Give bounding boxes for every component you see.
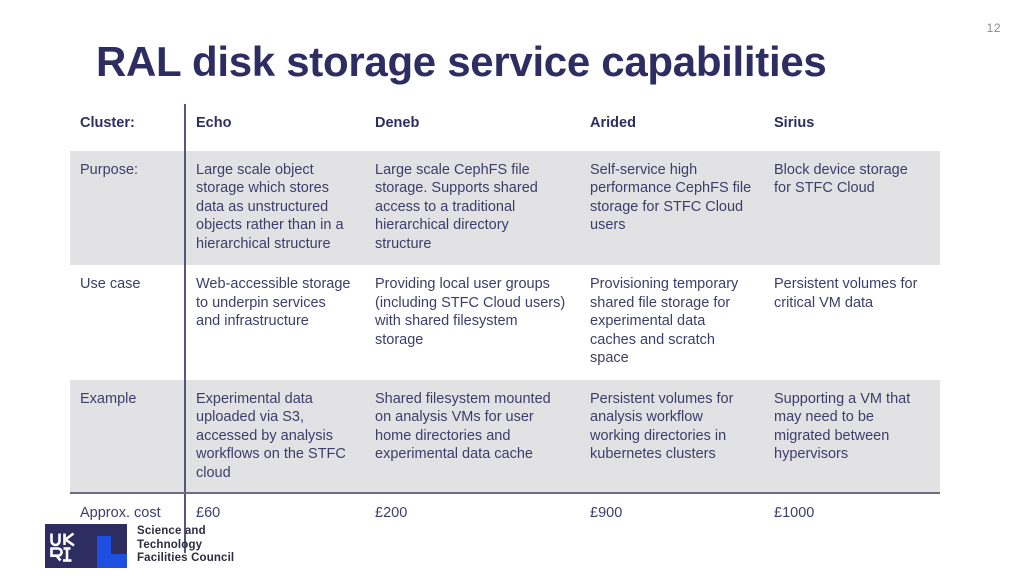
column-header-echo: Echo xyxy=(185,104,365,151)
cell-example-deneb: Shared filesystem mounted on analysis VM… xyxy=(365,379,580,494)
cell-cost-arided: £900 xyxy=(580,494,764,553)
ukri-logo-icon xyxy=(45,524,127,568)
cell-purpose-sirius: Block device storage for STFC Cloud xyxy=(764,150,940,265)
column-header-arided: Arided xyxy=(580,104,764,151)
cell-cost-deneb: £200 xyxy=(365,494,580,553)
cell-example-sirius: Supporting a VM that may need to be migr… xyxy=(764,379,940,494)
cell-usecase-echo: Web-accessible storage to underpin servi… xyxy=(185,265,365,380)
column-header-deneb: Deneb xyxy=(365,104,580,151)
logo-line-1: Science and xyxy=(137,525,206,537)
row-label-use-case: Use case xyxy=(70,265,186,380)
page-title: RAL disk storage service capabilities xyxy=(96,38,827,85)
table-row: Purpose: Large scale object storage whic… xyxy=(70,150,940,265)
table-row: Approx. cost per TB £60 £200 £900 £1000 xyxy=(70,494,940,553)
stfc-logo-text: Science and Technology Facilities Counci… xyxy=(137,525,234,566)
table-header-row: Cluster: Echo Deneb Arided Sirius xyxy=(70,104,940,151)
cell-cost-sirius: £1000 xyxy=(764,494,940,553)
ukri-stfc-logo: Science and Technology Facilities Counci… xyxy=(45,524,275,570)
cell-usecase-deneb: Providing local user groups (including S… xyxy=(365,265,580,380)
page-number: 12 xyxy=(986,21,1001,35)
column-header-sirius: Sirius xyxy=(764,104,940,151)
cell-cost-echo: £60 xyxy=(185,494,365,553)
row-label-example: Example xyxy=(70,379,186,494)
cell-example-arided: Persistent volumes for analysis workflow… xyxy=(580,379,764,494)
row-label-purpose: Purpose: xyxy=(70,150,186,265)
logo-line-2: Technology xyxy=(137,538,203,551)
logo-line-3: Facilities Council xyxy=(137,552,235,564)
cell-example-echo: Experimental data uploaded via S3, acces… xyxy=(185,379,365,494)
column-header-cluster: Cluster: xyxy=(70,104,186,151)
cell-usecase-arided: Provisioning temporary shared file stora… xyxy=(580,265,764,380)
table-bottom-rule xyxy=(70,492,940,494)
cell-purpose-arided: Self-service high performance CephFS fil… xyxy=(580,150,764,265)
cell-purpose-echo: Large scale object storage which stores … xyxy=(185,150,365,265)
cell-usecase-sirius: Persistent volumes for critical VM data xyxy=(764,265,940,380)
capabilities-table: Cluster: Echo Deneb Arided Sirius Purpos… xyxy=(70,104,941,553)
capabilities-table-wrap: Cluster: Echo Deneb Arided Sirius Purpos… xyxy=(70,104,940,553)
table-row: Use case Web-accessible storage to under… xyxy=(70,265,940,380)
table-row: Example Experimental data uploaded via S… xyxy=(70,379,940,494)
cell-purpose-deneb: Large scale CephFS file storage. Support… xyxy=(365,150,580,265)
